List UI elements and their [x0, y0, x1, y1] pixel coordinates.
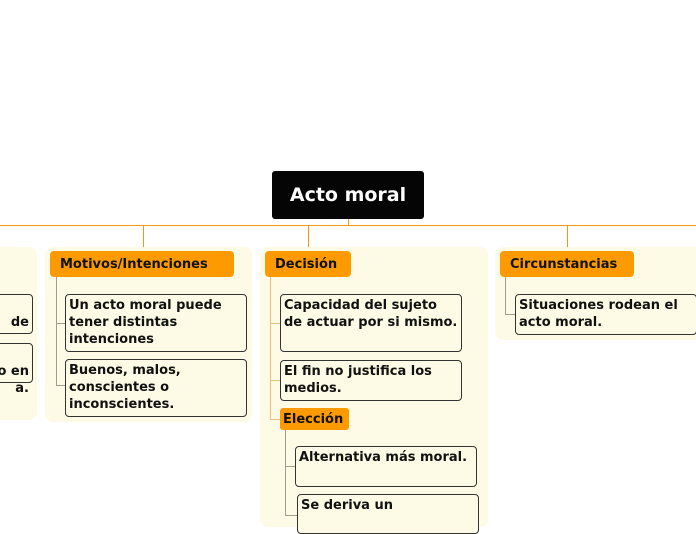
- branch-label: Decisión: [275, 256, 338, 272]
- tree-tick: [505, 314, 515, 315]
- leaf-motivos-2[interactable]: Buenos, malos, conscientes o inconscient…: [65, 359, 247, 417]
- tree-tick: [56, 323, 65, 324]
- leaf-eleccion-1[interactable]: Alternativa más moral.: [295, 446, 477, 487]
- connector-circunstancias: [567, 225, 568, 252]
- leaf-offscreen-1[interactable]: de: [0, 294, 33, 334]
- root-topic-label: Acto moral: [289, 184, 407, 206]
- tree-line: [285, 430, 286, 515]
- leaf-text: El fin no justifica los medios.: [284, 364, 432, 396]
- tree-line: [56, 277, 57, 385]
- leaf-text: Situaciones rodean el acto moral.: [519, 298, 678, 330]
- leaf-text: Buenos, malos, conscientes o inconscient…: [69, 363, 181, 412]
- subtopic-label: Elección: [283, 411, 344, 427]
- subtopic-eleccion[interactable]: Elección: [280, 408, 349, 430]
- tree-tick: [270, 380, 280, 381]
- leaf-eleccion-2[interactable]: Se deriva un: [297, 494, 479, 534]
- leaf-circunstancias-1[interactable]: Situaciones rodean el acto moral.: [515, 294, 696, 335]
- leaf-text: Un acto moral puede tener distintas inte…: [69, 298, 222, 347]
- branch-decision[interactable]: Decisión: [265, 251, 351, 277]
- leaf-motivos-1[interactable]: Un acto moral puede tener distintas inte…: [65, 294, 247, 352]
- connector-motivos: [143, 225, 144, 252]
- branch-label: Motivos/Intenciones: [60, 256, 208, 272]
- tree-line: [505, 277, 506, 314]
- connector-decision: [308, 225, 309, 252]
- tree-tick: [270, 323, 280, 324]
- branch-circunstancias[interactable]: Circunstancias: [500, 251, 634, 277]
- tree-tick: [285, 515, 297, 516]
- tree-tick: [285, 466, 295, 467]
- leaf-decision-1[interactable]: Capacidad del sujeto de actuar por si mi…: [280, 294, 462, 352]
- tree-line: [270, 277, 271, 419]
- branch-label: Circunstancias: [510, 256, 618, 272]
- tree-tick: [270, 419, 280, 420]
- main-connector-line: [0, 225, 696, 226]
- leaf-decision-2[interactable]: El fin no justifica los medios.: [280, 360, 462, 401]
- leaf-offscreen-2[interactable]: o en a.: [0, 343, 33, 396]
- leaf-text: Capacidad del sujeto de actuar por si mi…: [284, 298, 458, 330]
- root-connector: [348, 219, 349, 225]
- leaf-text: Se deriva un: [301, 498, 393, 513]
- leaf-text: Alternativa más moral.: [299, 450, 468, 465]
- leaf-text: o en a.: [0, 364, 29, 396]
- root-topic[interactable]: Acto moral: [272, 171, 424, 219]
- tree-tick: [56, 385, 65, 386]
- leaf-text: de: [10, 315, 29, 330]
- branch-motivos[interactable]: Motivos/Intenciones: [50, 251, 234, 277]
